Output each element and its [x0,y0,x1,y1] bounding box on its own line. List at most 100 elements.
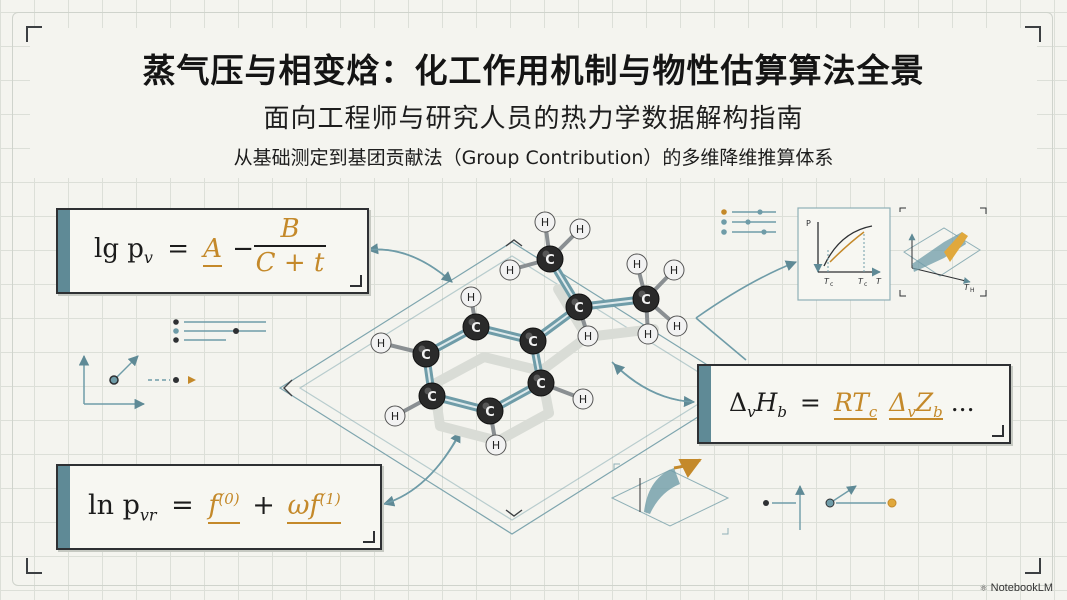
carbon-label: C [641,293,651,308]
title-band [30,28,1037,178]
legend-glyph [721,209,776,235]
enthalpy-ellipsis: ... [950,388,975,417]
enthalpy-sub-c: c [868,403,878,421]
corner-mark-bottom-right [1025,558,1041,574]
brand-label: ⚛ NotebookLM [979,582,1053,594]
pitzer-f0-base: f [208,490,219,521]
atom-shine [542,250,550,258]
pitzer-f0-sup: (0) [218,490,240,508]
outer-frame [12,12,1053,586]
hydrogen-atom [626,253,648,275]
brand-icon: ⚛ [979,583,988,593]
hydrogen-atom [370,332,392,354]
atom-shine [525,332,533,340]
hydrogen-label: H [579,393,587,406]
pt-x-label-1: T [824,277,830,286]
hydrogen-label: H [391,410,399,423]
enthalpy-delta-2: Δ [889,388,908,417]
left-glyph-lines [184,321,266,341]
atom-shine [468,318,476,326]
hydrogen-atom [485,434,507,456]
surface-axis-sub: H [970,287,975,294]
hydrogen-label: H [576,223,584,236]
atom-shine [424,387,432,395]
enthalpy-equation: ΔvHb = RTc ΔvZb ... [729,388,975,421]
pitzer-equation: ln pvr = f(0) + ωf(1) [88,490,341,524]
enthalpy-equation-card: ΔvHb = RTc ΔvZb ... [697,364,1011,444]
pitzer-f0: f(0) [208,490,240,524]
bond-shadow [493,408,554,446]
main-title: 蒸气压与相变焓：化工作用机制与物性估算算法全景 [142,51,925,90]
diamond-chevrons [283,239,523,517]
corner-mark-bottom-left [26,558,42,574]
antoine-lhs-sub: v [143,248,153,268]
card-accent-bar [699,366,711,442]
carbon-label: C [421,348,431,363]
enthalpy-sub-b-2: b [933,403,943,421]
antoine-term-a: A [203,234,223,267]
card-corner-mark [992,425,1004,437]
enthalpy-delta: Δ [729,388,748,417]
pitzer-equation-card: ln pvr = f(0) + ωf(1) [56,464,382,550]
hydrogen-atom [569,218,591,240]
carbon-label: C [427,390,437,405]
bottom-vector-glyph [763,485,897,530]
carbon-label: C [485,405,495,420]
enthalpy-sub-v: v [747,403,756,421]
pitzer-lhs: ln p [88,490,140,521]
antoine-denominator: C + t [255,248,325,278]
hydrogen-label: H [492,439,500,452]
enthalpy-equals: = [799,388,821,417]
brand-text: NotebookLM [990,582,1053,594]
antoine-equation: lg pv = A − [94,234,256,267]
pt-y-label: P [806,219,811,228]
bond-shadow [536,332,592,376]
atom-shine [482,402,490,410]
enthalpy-dz: ΔvZb [889,388,943,421]
antoine-numerator: B [280,214,300,244]
carbon-label: C [528,335,538,350]
left-vector-glyph [78,354,196,410]
hydrogen-label: H [506,264,514,277]
corner-mark-top-left [26,26,42,42]
atom-shine [571,298,579,306]
antoine-equation-card: lg pv = A − B C + t [56,208,369,294]
card-corner-mark [363,531,375,543]
pt-diagram: P T c T c T [797,207,891,301]
carbon-label: C [545,253,555,268]
hydrogen-label: H [633,258,641,271]
enthalpy-sub-v-2: v [907,403,916,421]
enthalpy-rt: RT [833,388,869,417]
bond-shadow [429,352,489,389]
tagline: 从基础测定到基团贡献法（Group Contribution）的多维降维推算体系 [233,147,834,169]
enthalpy-rtc: RTc [833,388,878,421]
hydrogen-atom [666,315,688,337]
left-glyph-dots [173,319,239,343]
atom-shine [638,290,646,298]
antoine-fraction: B C + t [254,214,326,278]
hydrogen-atom [499,259,521,281]
subtitle: 面向工程师与研究人员的热力学数据解构指南 [263,104,804,134]
antoine-equals: = [167,234,189,264]
hydrogen-atom [637,323,659,345]
carbon-label: C [536,377,546,392]
pitzer-f1: ωf(1) [287,490,341,524]
surface-3d-diagram: T H [899,207,987,297]
pitzer-lhs-sub: vr [139,505,157,525]
hydrogen-label: H [377,337,385,350]
corner-mark-top-right [1025,26,1041,42]
hydrogen-label: H [467,291,475,304]
hydrogen-label: H [541,216,549,229]
enthalpy-h: H [755,388,778,417]
card-accent-bar [58,466,70,548]
hydrogen-atom [534,211,556,233]
hydrogen-label: H [644,328,652,341]
pitzer-equals: = [171,490,194,521]
hydrogen-atom [577,325,599,347]
pt-x-sub-2: c [864,281,867,288]
antoine-minus: − [232,234,255,264]
carbon-label: C [471,321,481,336]
